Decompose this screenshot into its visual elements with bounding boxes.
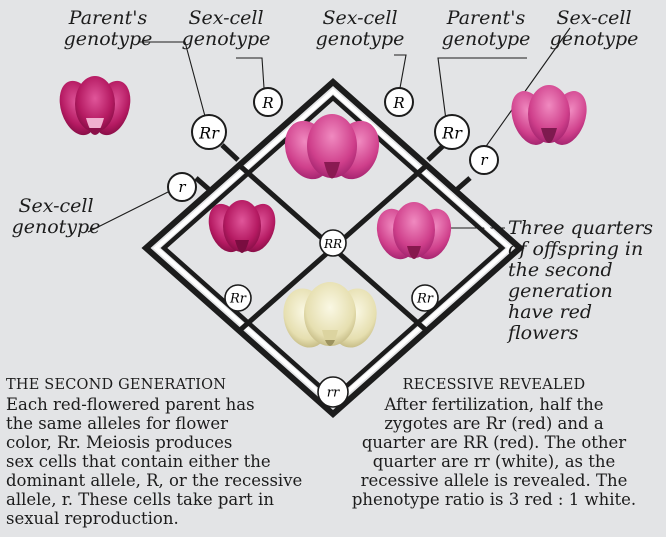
genotype-circle-right-sex-r: r	[470, 146, 498, 174]
genotype-text-left-parent: Rr	[198, 124, 220, 143]
right-body: After fertilization, half the zygotes ar…	[326, 395, 662, 509]
flower-cell-top	[277, 114, 387, 186]
genotype-circle-cell-left: Rr	[225, 285, 251, 311]
flower-cell-left	[202, 199, 281, 257]
genotype-text-right-parent: Rr	[441, 124, 463, 143]
genotype-text-cell-right: Rr	[416, 292, 434, 307]
label-sex-cell-genotype-top-left: Sex-cell genotype	[178, 8, 274, 50]
genotype-circle-cell-right: Rr	[412, 285, 438, 311]
left-text-block: THE SECOND GENERATION Each red-flowered …	[6, 376, 336, 528]
genotype-circle-right-sex-R: R	[385, 88, 413, 116]
genotype-circle-cell-top: RR	[320, 230, 346, 256]
genotype-text-right-sex-r: r	[480, 151, 488, 169]
right-heading: RECESSIVE REVEALED	[326, 376, 662, 395]
label-three-quarters: Three quarters of offspring in the secon…	[508, 218, 666, 344]
genotype-circle-left-sex-R: R	[254, 88, 282, 116]
genotype-text-cell-top: RR	[323, 237, 342, 251]
label-parent-genotype-left: Parent's genotype	[60, 8, 156, 50]
flower-parent-right	[504, 85, 593, 150]
genotype-circle-left-sex-r: r	[168, 173, 196, 201]
left-body: Each red-flowered parent has the same al…	[6, 395, 336, 528]
genotype-text-right-sex-R: R	[392, 94, 404, 112]
label-parent-genotype-right: Parent's genotype	[438, 8, 534, 50]
genotype-text-left-sex-r: r	[178, 178, 186, 196]
flower-cell-bottom	[277, 282, 383, 353]
flower-cell-right	[370, 202, 458, 265]
label-sex-cell-genotype-left: Sex-cell genotype	[0, 196, 112, 238]
genotype-circle-left-parent: Rr	[192, 115, 226, 149]
genotype-text-cell-left: Rr	[229, 292, 247, 307]
left-heading: THE SECOND GENERATION	[6, 376, 336, 395]
genotype-text-left-sex-R: R	[261, 94, 273, 112]
genotype-circle-right-parent: Rr	[435, 115, 469, 149]
label-sex-cell-genotype-top-right: Sex-cell genotype	[546, 8, 642, 50]
right-text-block: RECESSIVE REVEALED After fertilization, …	[326, 376, 662, 509]
flower-parent-left	[53, 76, 137, 140]
label-sex-cell-genotype-top-mid: Sex-cell genotype	[312, 8, 408, 50]
